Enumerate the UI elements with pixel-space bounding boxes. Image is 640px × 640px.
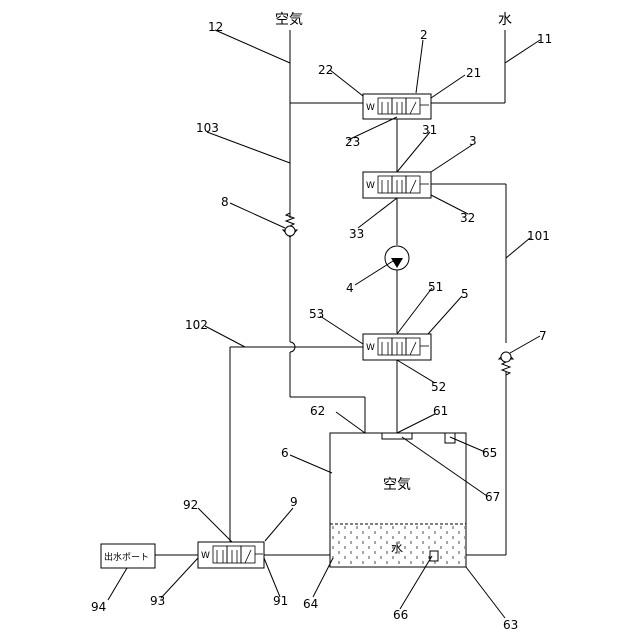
- ref-11: 11: [537, 32, 552, 46]
- ref-52: 52: [431, 380, 446, 394]
- ref-5: 5: [461, 287, 469, 301]
- ref-63: 63: [503, 618, 518, 632]
- svg-text:W: W: [366, 181, 375, 191]
- ref-51: 51: [428, 280, 443, 294]
- leader-lines: [108, 30, 540, 618]
- ref-6: 6: [281, 446, 289, 460]
- ref-65: 65: [482, 446, 497, 460]
- svg-text:W: W: [366, 103, 375, 113]
- ref-31: 31: [422, 123, 437, 137]
- ref-22: 22: [318, 63, 333, 77]
- ref-4: 4: [346, 281, 354, 295]
- valve-9: W: [198, 542, 264, 568]
- label-outlet-port: 出水ポート: [104, 551, 149, 563]
- ref-12: 12: [208, 20, 223, 34]
- pump-4: [385, 246, 409, 270]
- sensor-66: [430, 551, 438, 561]
- ref-2: 2: [420, 28, 428, 42]
- ref-21: 21: [466, 66, 481, 80]
- valve-2: W: [363, 94, 431, 119]
- ref-23: 23: [345, 135, 360, 149]
- ref-9: 9: [290, 495, 298, 509]
- ref-101: 101: [527, 229, 550, 243]
- svg-text:W: W: [366, 343, 375, 353]
- ref-67: 67: [485, 490, 500, 504]
- svg-text:W: W: [201, 551, 210, 561]
- ref-92: 92: [183, 498, 198, 512]
- check-valve-8: [283, 213, 297, 240]
- ref-94: 94: [91, 600, 106, 614]
- label-tank-water: 水: [391, 541, 403, 555]
- valve-3: W: [363, 172, 431, 198]
- ref-64: 64: [303, 597, 318, 611]
- ref-33: 33: [349, 227, 364, 241]
- ref-53: 53: [309, 307, 324, 321]
- ref-93: 93: [150, 594, 165, 608]
- label-tank-air: 空気: [383, 477, 411, 493]
- check-valve-7: [499, 352, 513, 375]
- ref-62: 62: [310, 404, 325, 418]
- valve-5: W: [363, 334, 431, 360]
- ref-3: 3: [469, 134, 477, 148]
- label-water-inlet: 水: [498, 12, 512, 28]
- ref-32: 32: [460, 211, 475, 225]
- ref-102: 102: [185, 318, 208, 332]
- ref-91: 91: [273, 594, 288, 608]
- label-air-inlet: 空気: [275, 12, 303, 28]
- ref-61: 61: [433, 404, 448, 418]
- labels: 空気 水 空気 水 出水ポート 12 11 2 22 21 23 31 3 32…: [91, 12, 552, 632]
- ref-66: 66: [393, 608, 408, 622]
- ref-103: 103: [196, 121, 219, 135]
- ref-7: 7: [539, 329, 547, 343]
- sensor-67: [382, 433, 412, 439]
- ref-8: 8: [221, 195, 229, 209]
